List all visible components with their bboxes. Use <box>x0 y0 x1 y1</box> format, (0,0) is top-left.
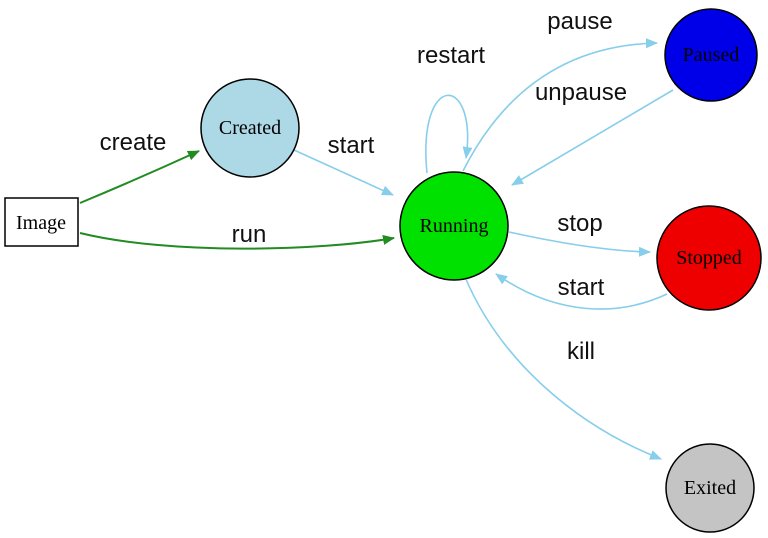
edges <box>79 38 674 460</box>
edge-start <box>293 149 394 196</box>
node-stopped: Stopped <box>656 205 762 311</box>
edge-label-start: start <box>328 132 375 159</box>
edge-pause <box>462 38 658 172</box>
node-running: Running <box>399 171 509 281</box>
node-image: Image <box>4 197 79 247</box>
edge-unpause <box>511 89 674 186</box>
nodes: Image Created Running Paused Stopped Exi <box>4 8 762 533</box>
edge-kill <box>464 276 662 460</box>
stopped-node-label: Stopped <box>676 247 742 269</box>
paused-node-label: Paused <box>683 44 740 66</box>
node-paused: Paused <box>664 8 758 102</box>
paused-node-shape <box>664 8 758 102</box>
image-node-shape <box>4 197 79 247</box>
running-node-shape <box>399 171 509 281</box>
edge-label-pause: pause <box>547 8 612 35</box>
node-exited: Exited <box>665 443 755 533</box>
edge-label-create: create <box>100 129 167 156</box>
edge-label-run: run <box>232 221 267 248</box>
edge-label-stop: stop <box>557 210 602 237</box>
edge-stop <box>508 231 651 257</box>
node-created: Created <box>200 78 300 178</box>
exited-node-label: Exited <box>684 477 736 499</box>
edge-labels: create run start restart pause unpause s… <box>100 8 627 365</box>
stopped-node-shape <box>656 205 762 311</box>
edge-label-unpause: unpause <box>535 79 627 106</box>
created-node-shape <box>200 78 300 178</box>
running-node-label: Running <box>420 215 489 237</box>
edge-start-from-stopped <box>495 273 668 310</box>
edge-label-kill: kill <box>567 338 595 365</box>
edge-label-start-from-stopped: start <box>558 274 605 301</box>
edge-label-restart: restart <box>417 42 485 69</box>
exited-node-shape <box>665 443 755 533</box>
edge-create <box>79 150 200 204</box>
edge-run <box>79 232 395 250</box>
image-node-label: Image <box>16 212 66 234</box>
created-node-label: Created <box>219 117 281 139</box>
edge-restart-self-loop <box>425 94 473 174</box>
